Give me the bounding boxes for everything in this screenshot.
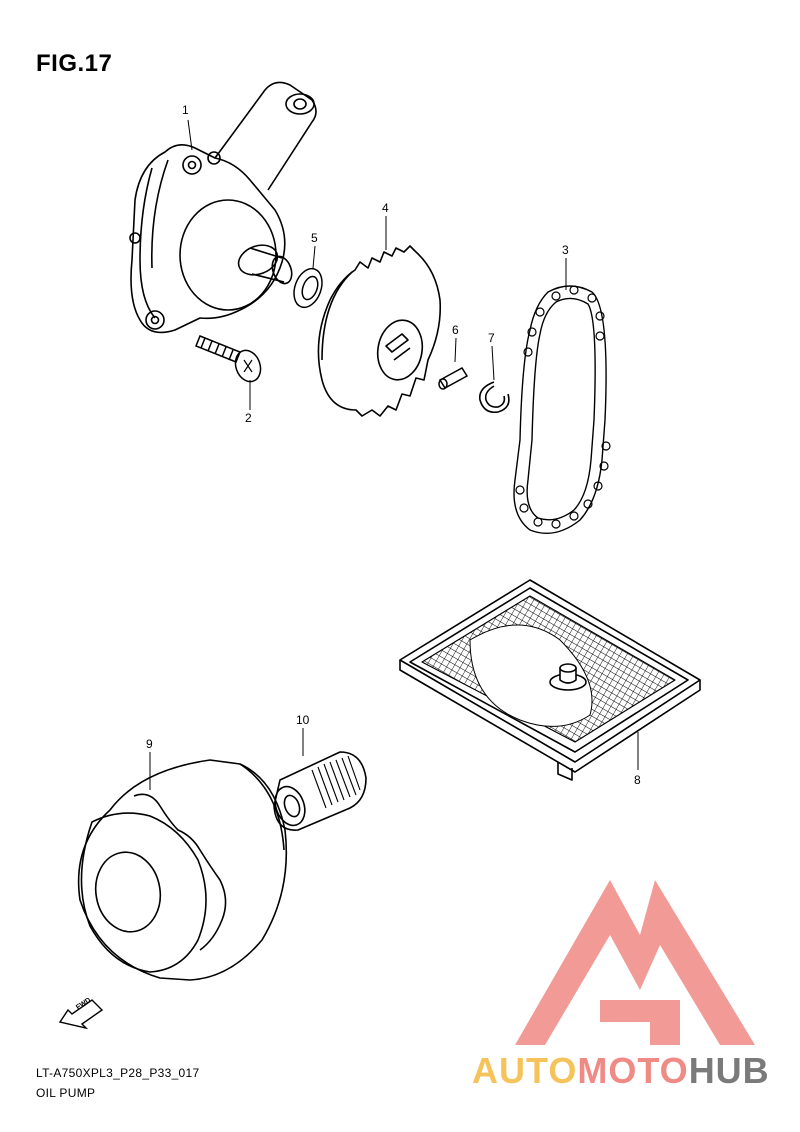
callout-part-6: 6 xyxy=(452,323,459,337)
pin xyxy=(438,367,469,390)
watermark-text: AUTOMOTOHUB xyxy=(472,1050,770,1092)
bolt xyxy=(195,335,262,383)
callout-part-2: 2 xyxy=(245,411,252,425)
triangle-logo-icon xyxy=(515,880,755,1045)
oil-pump-body xyxy=(129,81,317,334)
callout-part-7: 7 xyxy=(488,331,495,345)
figure-title: FIG.17 xyxy=(36,50,113,77)
driven-gear xyxy=(317,245,442,417)
watermark-part-auto: AUTO xyxy=(472,1050,578,1091)
drawing-code: LT-A750XPL3_P28_P33_017 xyxy=(36,1066,200,1080)
oil-strainer xyxy=(399,579,701,781)
callout-part-4: 4 xyxy=(382,201,389,215)
circlip xyxy=(478,381,510,414)
union-bolt xyxy=(273,751,367,831)
callout-part-9: 9 xyxy=(146,737,153,751)
callout-part-3: 3 xyxy=(562,243,569,257)
callout-part-10: 10 xyxy=(296,713,310,727)
washer xyxy=(293,267,323,309)
oil-filter xyxy=(77,759,288,981)
watermark-part-moto: MOTO xyxy=(577,1050,689,1091)
callout-part-8: 8 xyxy=(634,773,641,787)
drive-chain xyxy=(513,285,611,534)
fwd-arrow-icon xyxy=(58,999,104,1030)
callout-part-1: 1 xyxy=(182,103,189,117)
callout-part-5: 5 xyxy=(311,231,318,245)
watermark-part-hub: HUB xyxy=(688,1050,770,1091)
leader-lines xyxy=(149,119,639,790)
drawing-name: OIL PUMP xyxy=(36,1086,96,1100)
